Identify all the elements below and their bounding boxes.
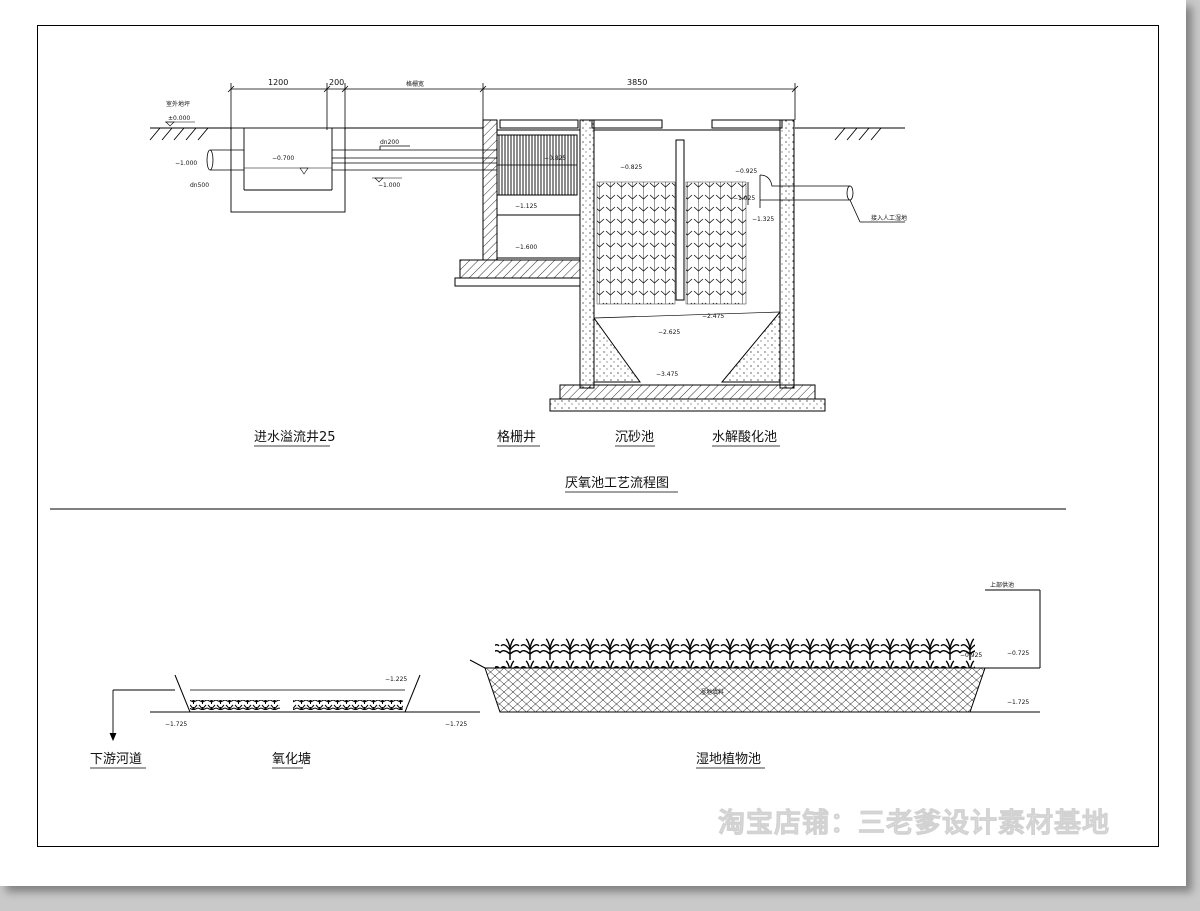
level-well-water: −0.700	[272, 155, 294, 162]
label-dn200: dn200	[380, 139, 399, 146]
diagram-title: 厌氧池工艺流程图	[565, 476, 669, 491]
outlet-pipe	[747, 174, 905, 223]
label-overflow-well: 进水溢流井25	[254, 430, 336, 445]
ground-level-marker: 室外地坪 ±0.000	[165, 100, 195, 127]
svg-text:±0.000: ±0.000	[168, 115, 190, 122]
dim-grille-width: 格栅宽	[406, 80, 424, 88]
river-outlet	[109, 689, 175, 742]
label-wetland: 湿地植物池	[696, 752, 761, 767]
label-oxidation-pond: 氧化塘	[272, 751, 311, 767]
dim-1200: 1200	[268, 78, 288, 87]
label-sand-tank: 沉砂池	[615, 430, 654, 445]
dim-200: 200	[329, 78, 344, 87]
inlet-pipe	[206, 149, 244, 171]
outlet-note: 接入人工湿地	[871, 214, 907, 222]
connecting-pipes	[332, 145, 497, 171]
level-wet-a: −0.925	[960, 652, 982, 659]
level-grille-top: −0.825	[544, 155, 566, 162]
water-level-symbol	[299, 167, 309, 175]
level-pond-right: −1.725	[445, 721, 467, 728]
level-outlet-a: −0.925	[735, 168, 757, 175]
dimension-lines	[227, 83, 799, 130]
level-wet-c: −1.725	[1007, 699, 1029, 706]
oxidation-pond	[150, 674, 480, 713]
label-inflow-note: 上部供池	[990, 581, 1014, 589]
overflow-well	[230, 127, 346, 213]
label-wetland-fill: 湿地填料	[700, 688, 724, 696]
top-unit-labels: 进水溢流井25 格栅井 沉砂池 水解酸化池	[254, 429, 780, 447]
watermark-text: 淘宝店铺：三老爹设计素材基地	[718, 807, 1110, 839]
level-sand-bottom: −3.475	[656, 371, 678, 378]
level-inlet-left: −1.000	[175, 160, 197, 167]
wetland-pond	[469, 589, 1041, 713]
svg-text:室外地坪: 室外地坪	[166, 100, 190, 108]
grille-well	[454, 119, 581, 287]
sand-and-hydrolysis-tank	[549, 119, 826, 412]
level-sand-top: −0.825	[620, 164, 642, 171]
level-pond-water: −1.225	[385, 676, 407, 683]
level-sand-mid: −2.625	[658, 329, 680, 336]
level-grille-low: −1.125	[515, 203, 537, 210]
level-pond-left: −1.725	[165, 721, 187, 728]
drawing-frame	[37, 25, 1159, 847]
level-outlet-c: −1.325	[752, 216, 774, 223]
level-hydro-mid: −2.475	[702, 313, 724, 320]
level-pipe-bottom: −1.000	[378, 182, 400, 189]
ground-line	[149, 127, 905, 141]
label-dn500: dn500	[190, 182, 209, 189]
label-river: 下游河道	[90, 752, 142, 767]
level-grille-bottom: −1.600	[515, 244, 537, 251]
label-hydrolysis-tank: 水解酸化池	[712, 430, 777, 445]
level-outlet-b: −1.025	[733, 195, 755, 202]
dim-3850: 3850	[627, 78, 647, 87]
label-grille-well: 格栅井	[497, 429, 536, 445]
level-wet-b: −0.725	[1007, 650, 1029, 657]
